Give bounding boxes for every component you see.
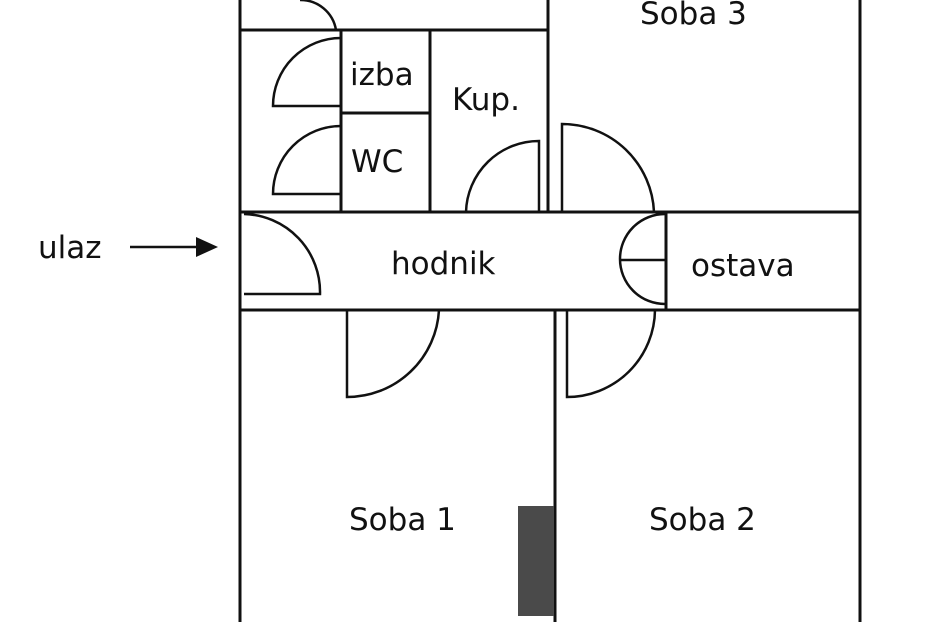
door-ostava — [618, 212, 666, 306]
room-label-ostava: ostava — [691, 248, 795, 284]
door-soba1 — [345, 309, 441, 399]
walls — [238, 0, 862, 622]
door-soba2 — [565, 309, 657, 399]
door-soba3 — [560, 122, 656, 214]
chimney — [518, 506, 554, 616]
door-wc — [271, 124, 342, 196]
door-kupaonica — [464, 139, 541, 213]
room-label-wc: WC — [351, 144, 403, 180]
room-label-soba2: Soba 2 — [649, 502, 756, 538]
room-label-soba1: Soba 1 — [349, 502, 456, 538]
room-label-hodnik: hodnik — [391, 246, 496, 282]
entrance-arrow — [130, 237, 218, 257]
room-label-izba: izba — [350, 57, 414, 93]
door-izba — [271, 36, 342, 108]
room-label-kupaonica: Kup. — [452, 82, 520, 118]
room-label-soba3: Soba 3 — [640, 0, 747, 32]
entrance-arrow-head — [196, 237, 218, 257]
door-top-room — [299, 0, 338, 31]
entrance-label: ulaz — [38, 230, 102, 266]
doors — [243, 0, 666, 399]
door-entrance — [243, 212, 322, 296]
